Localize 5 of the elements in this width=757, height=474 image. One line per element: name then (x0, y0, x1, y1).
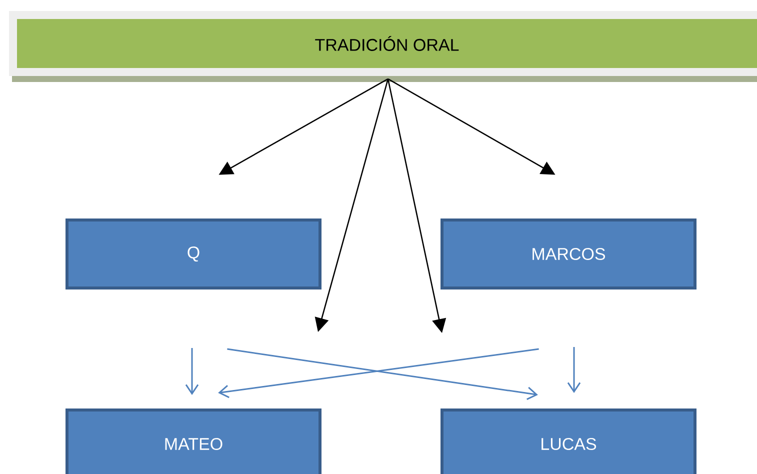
process-box: MATEO (66, 408, 322, 474)
process-box: LUCAS (440, 408, 696, 474)
process-box: Q (66, 218, 322, 290)
title-bar: TRADICIÓN ORAL (9, 11, 757, 76)
process-box: MARCOS (440, 218, 696, 290)
